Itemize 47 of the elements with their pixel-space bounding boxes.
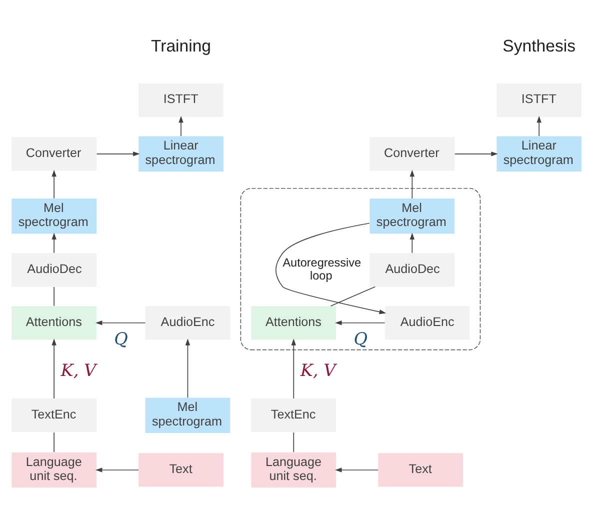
edge-label: Autoregressive loop <box>282 256 362 282</box>
node-box: Attentions <box>12 306 97 340</box>
connector <box>293 432 294 452</box>
node-box: Converter <box>370 136 455 170</box>
node-box: Language unit seq. <box>251 452 336 488</box>
arrow <box>291 338 296 398</box>
arrow <box>410 232 415 253</box>
arrow <box>275 222 386 314</box>
edge-label: K, V <box>60 359 96 380</box>
node-box: Text <box>138 452 224 486</box>
node-box: Mel spectrogram <box>145 397 230 432</box>
arrow <box>454 151 498 156</box>
node-box: TextEnc <box>251 398 336 432</box>
node-box: AudioDec <box>12 252 97 286</box>
edge-label: K, V <box>300 359 336 380</box>
node-box: TextEnc <box>12 398 97 432</box>
arrow <box>95 467 139 472</box>
arrow <box>335 467 378 472</box>
node-box: Linear spectrogram <box>496 136 582 172</box>
arrow <box>178 115 184 136</box>
node-box: Mel spectrogram <box>12 198 97 234</box>
edge-label: Q <box>114 328 128 348</box>
arrow <box>410 169 415 198</box>
arrow <box>536 115 542 136</box>
node-box: Attentions <box>251 306 336 340</box>
node-box: AudioDec <box>370 252 455 286</box>
arrow <box>52 338 56 398</box>
label: Training <box>150 36 212 55</box>
node-box: Converter <box>12 136 97 170</box>
node-box: Mel spectrogram <box>370 198 455 234</box>
node-box: Text <box>378 452 464 486</box>
connector <box>330 286 376 306</box>
cluster <box>240 187 481 350</box>
arrow <box>52 232 56 253</box>
node-box: AudioEnc <box>384 306 470 340</box>
node-box: Language unit seq. <box>12 452 97 488</box>
arrow <box>95 320 146 325</box>
node-box: AudioEnc <box>145 306 230 340</box>
node-box: ISTFT <box>138 82 224 116</box>
arrow <box>185 338 190 398</box>
arrow <box>52 169 56 198</box>
arrow <box>335 320 386 325</box>
node-box: Linear spectrogram <box>138 136 224 172</box>
node-box: ISTFT <box>496 82 582 116</box>
label: Synthesis <box>502 36 576 55</box>
edge-label: Q <box>354 328 368 348</box>
arrow <box>96 151 140 156</box>
